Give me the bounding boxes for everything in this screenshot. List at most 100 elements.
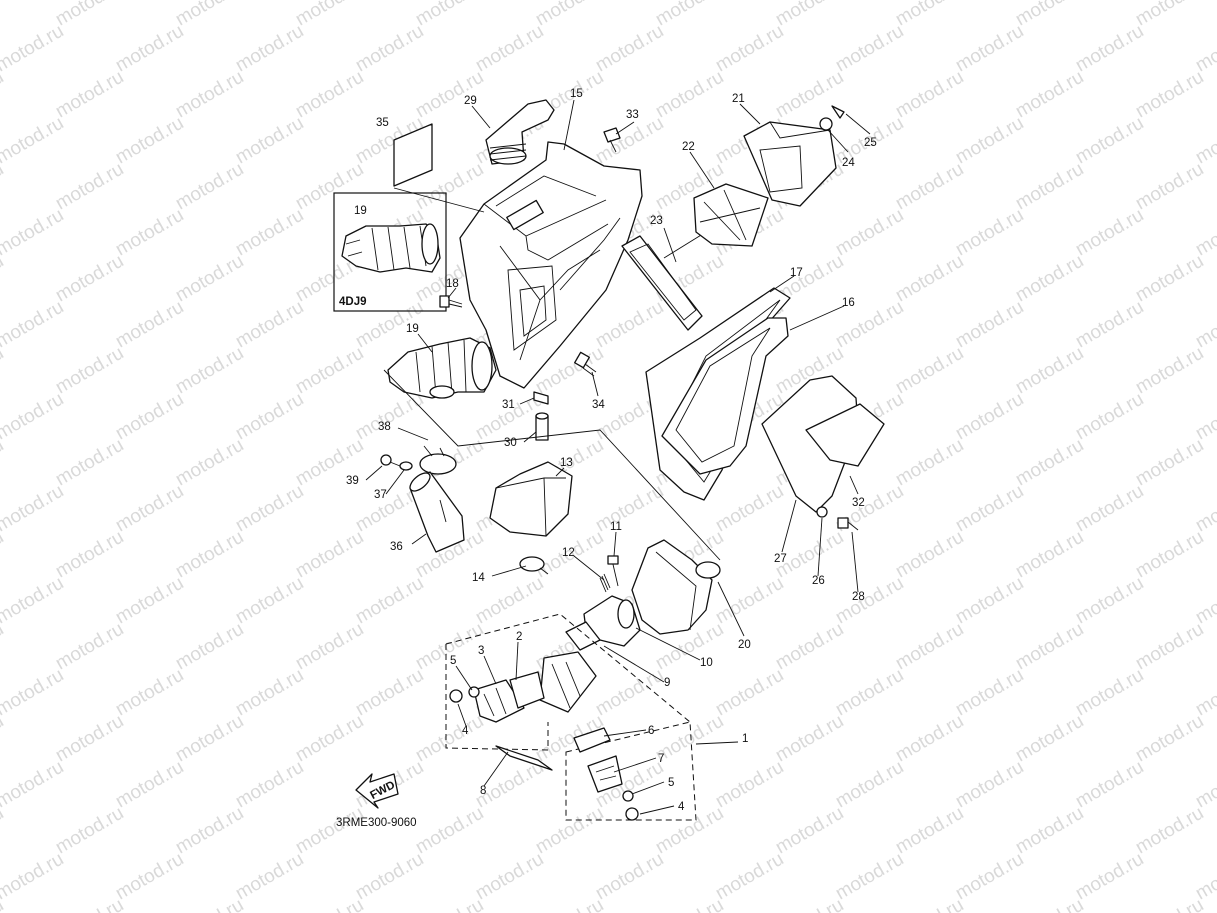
callout-22: 22: [682, 141, 695, 153]
watermark-text: motod.ru: [0, 113, 67, 169]
watermark-text: motod.ru: [1012, 895, 1087, 913]
watermark-text: motod.ru: [1072, 297, 1147, 353]
callout-19: 19: [354, 205, 367, 217]
watermark-text: motod.ru: [232, 757, 307, 813]
watermark-text: motod.ru: [172, 895, 247, 913]
callout-39: 39: [346, 475, 359, 487]
watermark-text: motod.ru: [0, 21, 67, 77]
callout-17: 17: [790, 267, 803, 279]
callout-5: 5: [668, 777, 674, 789]
filter-21-part: [743, 121, 837, 207]
watermark-text: motod.ru: [352, 389, 427, 445]
watermark-text: motod.ru: [892, 435, 967, 491]
callout-12: 12: [562, 547, 575, 559]
watermark-text: motod.ru: [1132, 67, 1207, 123]
spring-12-part: [599, 573, 611, 593]
watermark-text: motod.ru: [1072, 757, 1147, 813]
watermark-text: motod.ru: [1012, 711, 1087, 767]
watermark-text: motod.ru: [52, 711, 127, 767]
watermark-text: motod.ru: [1012, 435, 1087, 491]
callout-38: 38: [378, 421, 391, 433]
grommet-26-part: [816, 506, 828, 518]
watermark-text: motod.ru: [0, 205, 67, 261]
watermark-text: motod.ru: [52, 343, 127, 399]
watermark-text: motod.ru: [712, 481, 787, 537]
watermark-text: motod.ru: [892, 619, 967, 675]
watermark-text: motod.ru: [952, 389, 1027, 445]
watermark-text: motod.ru: [172, 711, 247, 767]
watermark-text: motod.ru: [1072, 665, 1147, 721]
watermark-text: motod.ru: [832, 757, 907, 813]
callout-14: 14: [472, 572, 485, 584]
watermark-text: motod.ru: [772, 67, 847, 123]
watermark-text: motod.ru: [1132, 0, 1207, 30]
watermark-text: motod.ru: [0, 665, 67, 721]
watermark-text: motod.ru: [0, 481, 67, 537]
watermark-text: motod.ru: [952, 849, 1027, 905]
watermark-text: motod.ru: [532, 803, 607, 859]
watermark-text: motod.ru: [592, 297, 667, 353]
watermark-text: motod.ru: [172, 0, 247, 30]
watermark-text: motod.ru: [412, 0, 487, 30]
gasket-9-part: [565, 621, 601, 651]
callout-7: 7: [658, 753, 664, 765]
callout-13: 13: [560, 457, 573, 469]
watermark-text: motod.ru: [352, 665, 427, 721]
watermark-text: motod.ru: [52, 527, 127, 583]
watermark-text: motod.ru: [832, 849, 907, 905]
watermark-text: motod.ru: [1132, 435, 1207, 491]
watermark-text: motod.ru: [952, 113, 1027, 169]
sticker-part: [393, 123, 433, 187]
callout-labels: 1 2 3 4 4 5 5 6 7 8 9 10 11 12 13 14 15 …: [346, 88, 877, 813]
callout-31: 31: [502, 399, 515, 411]
watermark-text: motod.ru: [1012, 67, 1087, 123]
watermark-text: motod.ru: [0, 849, 67, 905]
screw-39-part: [380, 454, 401, 467]
watermark-text: motod.ru: [952, 665, 1027, 721]
watermark-text: motod.ru: [1012, 343, 1087, 399]
watermark-text: motod.ru: [772, 0, 847, 30]
watermark-text: motod.ru: [1072, 849, 1147, 905]
watermark-text: motod.ru: [892, 343, 967, 399]
watermark-text: motod.ru: [412, 803, 487, 859]
reed-valve-group: [445, 613, 697, 821]
bolt-18-part: [439, 295, 463, 308]
callout-11: 11: [610, 521, 622, 533]
elbow-hose-part: [485, 99, 555, 165]
clamp-31-part: [533, 391, 549, 405]
watermark-text: motod.ru: [52, 67, 127, 123]
watermark-text: motod.ru: [292, 619, 367, 675]
watermark-text: motod.ru: [172, 619, 247, 675]
callout-15: 15: [570, 88, 583, 100]
diagram-code: 3RME300-9060: [336, 817, 417, 829]
watermark-text: motod.ru: [0, 297, 67, 353]
callout-4: 4: [678, 801, 685, 813]
bolt-34-part: [574, 351, 597, 377]
watermark-text: motod.ru: [1132, 803, 1207, 859]
watermark-text: motod.ru: [892, 527, 967, 583]
watermark-text: motod.ru: [952, 205, 1027, 261]
element-23-part: [621, 231, 707, 331]
watermark-text: motod.ru: [1132, 895, 1207, 913]
carburetor-part: [631, 539, 713, 635]
watermark-text: motod.ru: [832, 21, 907, 77]
watermark-text: motod.ru: [1012, 527, 1087, 583]
watermark-text: motod.ru: [292, 67, 367, 123]
nut-37-part: [399, 461, 413, 471]
watermark-text: motod.ru: [292, 527, 367, 583]
watermark-text: motod.ru: [712, 665, 787, 721]
watermark-text: motod.ru: [1012, 619, 1087, 675]
inset-joint-part: [341, 223, 441, 273]
pipe-30-part: [535, 412, 549, 441]
watermark-text: motod.ru: [112, 205, 187, 261]
callout-18: 18: [446, 278, 459, 290]
watermark-text: motod.ru: [652, 895, 727, 913]
watermark-text: motod.ru: [172, 159, 247, 215]
watermark-text: motod.ru: [532, 895, 607, 913]
watermark-text: motod.ru: [532, 0, 607, 30]
watermark-text: motod.ru: [472, 21, 547, 77]
watermark-text: motod.ru: [0, 757, 67, 813]
watermark-text: motod.ru: [172, 527, 247, 583]
hose-36-part: [409, 471, 465, 553]
callout-30: 30: [504, 437, 517, 449]
